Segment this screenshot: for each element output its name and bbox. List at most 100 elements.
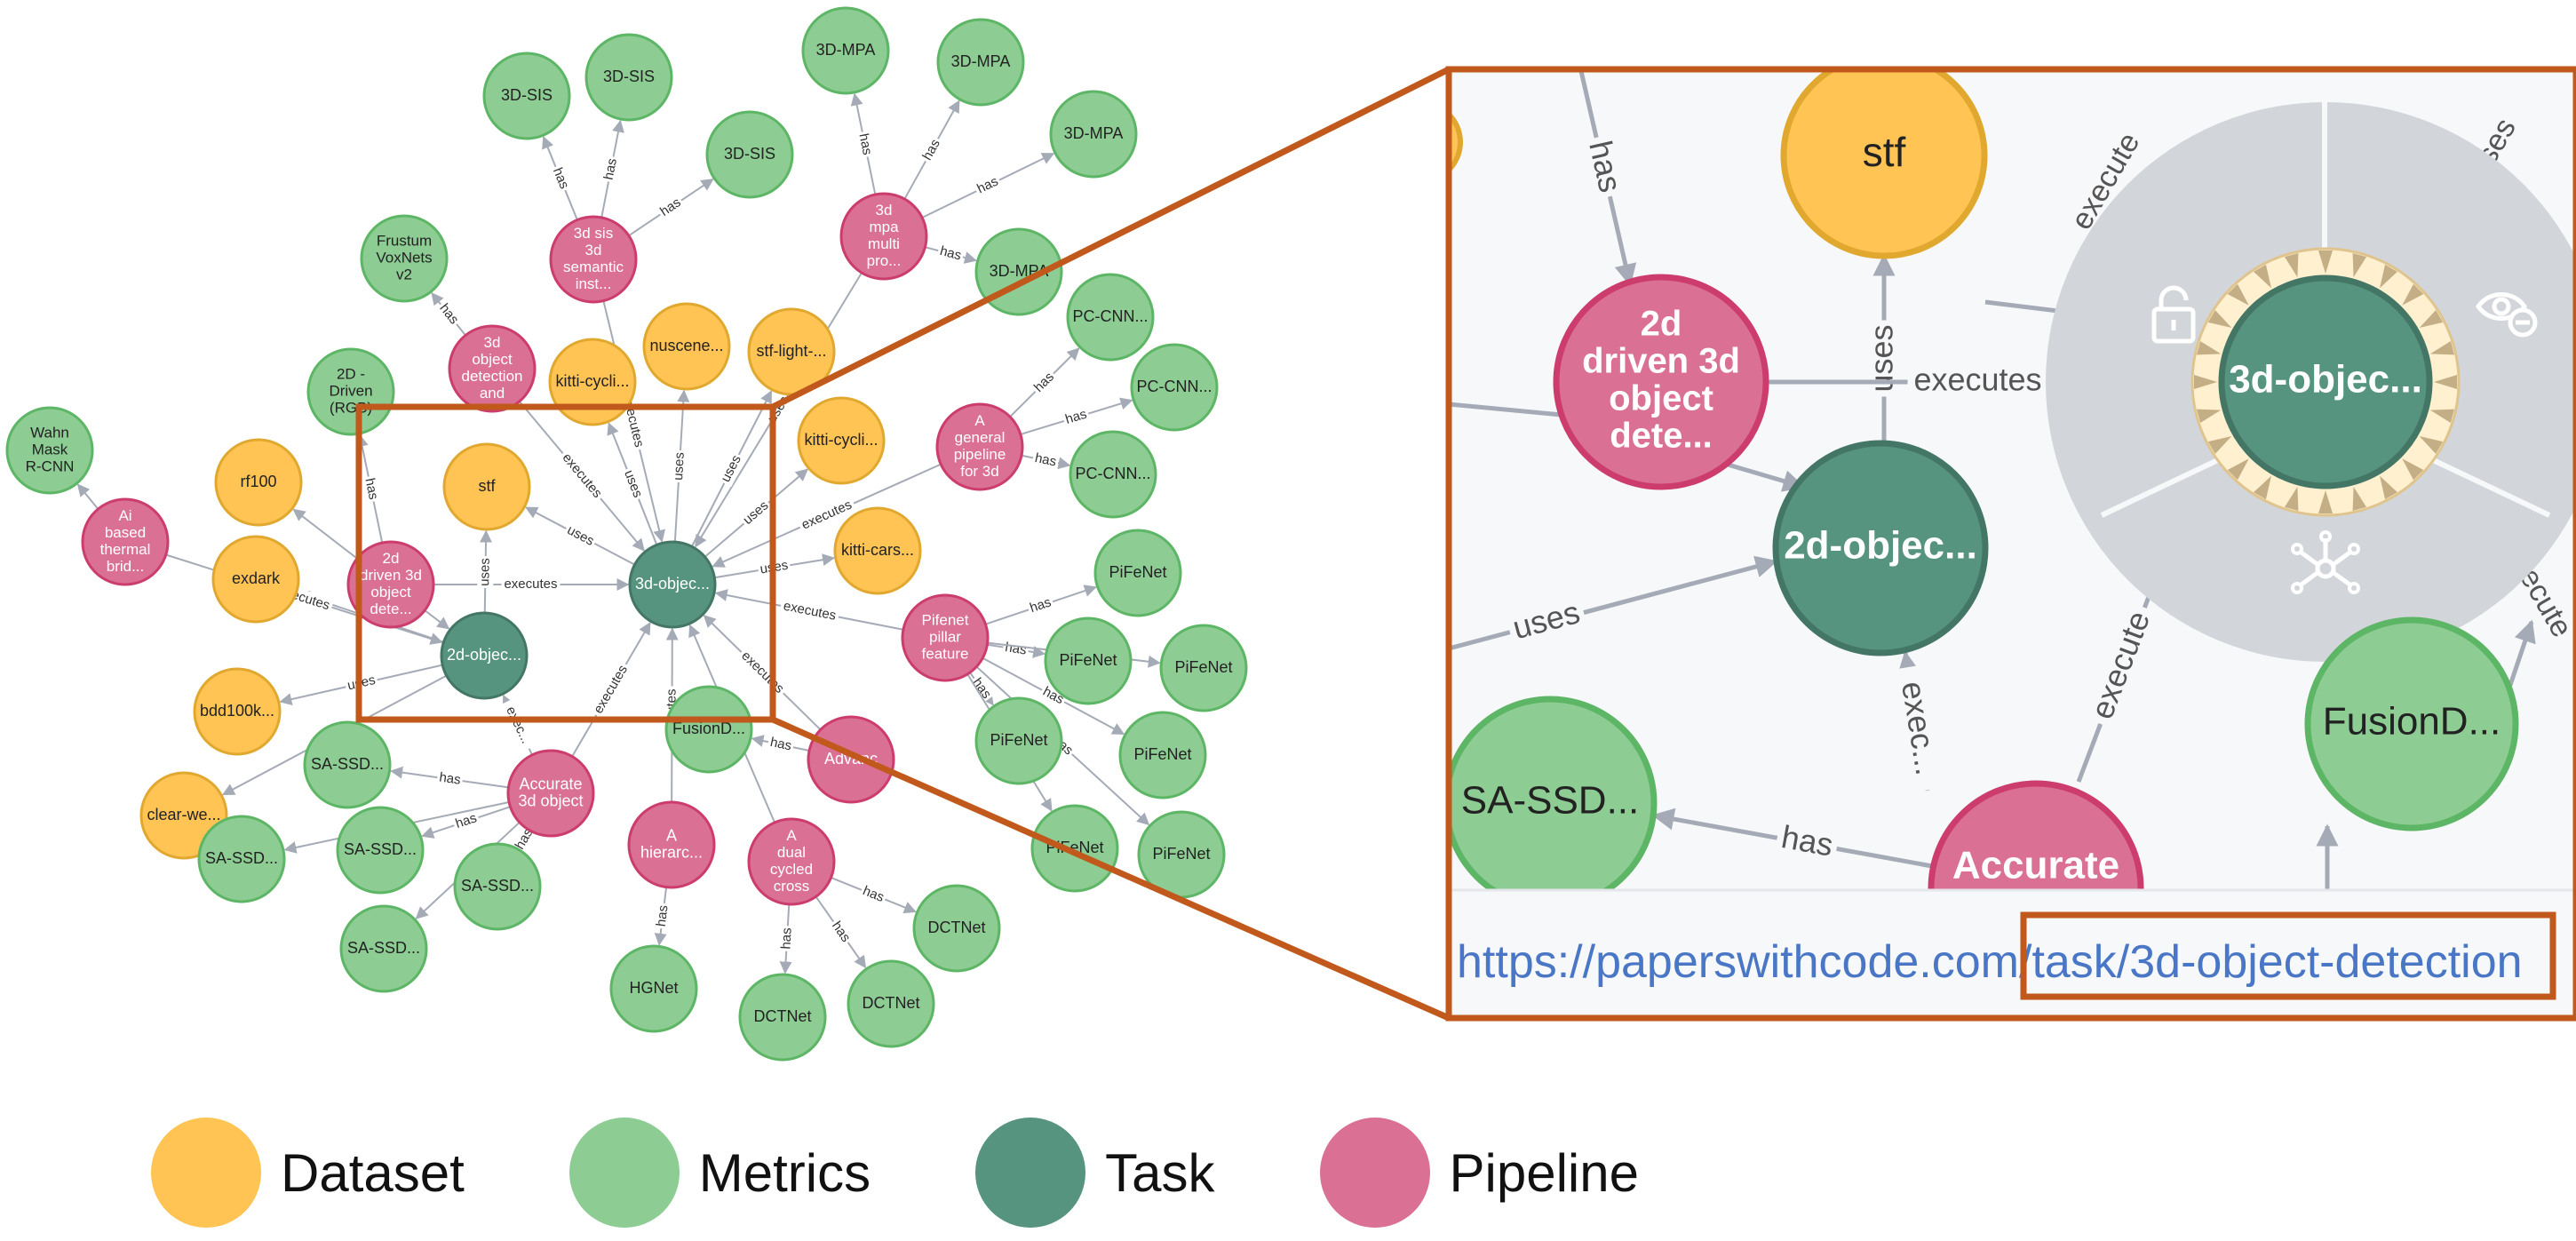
graph-node-dataset[interactable]: kitti-cycli...	[797, 396, 886, 485]
graph-node-metrics[interactable]: FusionD...	[664, 685, 753, 774]
graph-node-dataset[interactable]: nuscene...	[642, 302, 731, 391]
graph-node-label: 3d-objec...	[635, 575, 710, 593]
expand-icon[interactable]	[2291, 530, 2360, 594]
graph-node-label: 3d object	[518, 792, 583, 809]
graph-node-pipeline[interactable]: 3d sis3dsemanticinst...	[549, 215, 638, 304]
graph-node-metrics[interactable]: PC-CNN...	[1130, 343, 1219, 432]
graph-node-task[interactable]: 3d-objec...	[628, 540, 717, 629]
graph-node-label: PiFeNet	[1152, 845, 1210, 863]
graph-node-metrics[interactable]: DCTNet	[738, 973, 827, 1062]
edge-label: executes	[504, 577, 557, 592]
graph-node-dataset[interactable]: stf-light-...	[747, 307, 836, 396]
legend-item-task: Task	[975, 1118, 1215, 1228]
graph-node-dataset[interactable]: exdark	[211, 535, 300, 624]
legend-swatch-dataset	[151, 1118, 261, 1228]
zoom-node-dataset[interactable]: stf	[1780, 55, 1988, 259]
graph-node-metrics[interactable]: SA-SSD...	[303, 720, 392, 809]
zoom-node-metrics[interactable]: FusionD...	[2304, 617, 2519, 831]
zoom-node-metrics[interactable]: SA-SSD...	[1446, 696, 1658, 911]
graph-node-dataset[interactable]: bdd100k...	[193, 667, 282, 756]
graph-node-label: 3d	[876, 202, 893, 219]
graph-node-label: R-CNN	[26, 457, 75, 474]
graph-node-metrics[interactable]: SA-SSD...	[197, 815, 286, 903]
graph-node-metrics[interactable]: PC-CNN...	[1066, 273, 1155, 362]
graph-node-label: 2d-objec...	[447, 646, 521, 664]
graph-node-metrics[interactable]: DCTNet	[847, 959, 935, 1048]
graph-node-metrics[interactable]: 3D-SIS	[705, 110, 794, 199]
graph-edge: has	[390, 766, 509, 790]
zoom-edge	[2505, 619, 2536, 694]
graph-node-dataset[interactable]: kitti-cars...	[833, 506, 922, 595]
graph-node-metrics[interactable]: PiFeNet	[1044, 617, 1133, 705]
graph-node-metrics[interactable]: PiFeNet	[1137, 810, 1226, 899]
graph-node-metrics[interactable]: 3D-SIS	[482, 52, 571, 140]
halo-tick	[2207, 310, 2232, 328]
graph-node-pipeline[interactable]: Aibasedthermalbrid...	[81, 497, 170, 586]
graph-node-label: PiFeNet	[1109, 563, 1166, 581]
graph-node-label: pillar	[929, 628, 961, 645]
graph-node-metrics[interactable]: SA-SSD...	[339, 904, 428, 993]
graph-node-metrics[interactable]: PC-CNN...	[1069, 430, 1157, 519]
url-task-path[interactable]: task/3d-object-detection	[2031, 936, 2522, 988]
graph-node-label: PiFeNet	[1174, 658, 1232, 676]
graph-edge: has	[1021, 449, 1071, 471]
graph-edge: has	[751, 734, 810, 755]
graph-node-pipeline[interactable]: Ahierarc...	[627, 800, 716, 889]
graph-edge: has	[600, 119, 624, 219]
graph-node-label: 3D-MPA	[951, 52, 1011, 70]
halo-tick	[2254, 264, 2271, 289]
zoom-node-label: 2d	[1641, 305, 1682, 344]
graph-node-metrics[interactable]: HGNet	[609, 944, 698, 1033]
graph-node-metrics[interactable]: 3D-MPA	[936, 18, 1025, 107]
url-text[interactable]: https://paperswithcode.com/task/3d-objec…	[1457, 936, 2523, 988]
graph-node-metrics[interactable]: 2D -Driven(RGB)	[306, 347, 395, 436]
graph-node-pipeline[interactable]: Advanc	[807, 715, 895, 804]
zoom-node-task[interactable]: 3d-objec...	[2218, 274, 2433, 489]
unlock-icon[interactable]	[2151, 285, 2196, 344]
graph-node-label: clear-we...	[147, 806, 220, 823]
edge-label: has	[938, 243, 963, 264]
graph-node-task[interactable]: 2d-objec...	[440, 611, 529, 700]
graph-node-label: 2D -	[337, 365, 365, 382]
graph-node-pipeline[interactable]: 3dmpamultipro...	[839, 192, 928, 281]
graph-edge: has	[921, 153, 1055, 219]
legend-item-metrics: Metrics	[568, 1118, 871, 1228]
graph-node-metrics[interactable]: PiFeNet	[1159, 624, 1248, 712]
edge-label: has	[654, 904, 672, 927]
graph-node-metrics[interactable]: PiFeNet	[974, 696, 1063, 785]
graph-node-metrics[interactable]: SA-SSD...	[453, 842, 542, 931]
graph-edge	[292, 508, 358, 560]
zoom-node-task[interactable]: 2d-objec...	[1772, 440, 1989, 656]
graph-node-metrics[interactable]: SA-SSD...	[336, 806, 425, 895]
graph-edge: has	[542, 136, 578, 220]
graph-node-metrics[interactable]: PiFeNet	[1030, 804, 1119, 893]
graph-edge: uses	[670, 389, 690, 543]
graph-node-metrics[interactable]: PiFeNet	[1118, 711, 1207, 799]
graph-node-metrics[interactable]: 3D-MPA	[1049, 90, 1138, 179]
graph-node-label: kitti-cycli...	[805, 431, 879, 449]
url-prefix[interactable]: https://paperswithcode.com/	[1457, 936, 2032, 988]
graph-node-dataset[interactable]: rf100	[214, 438, 303, 527]
graph-node-metrics[interactable]: 3D-MPA	[801, 6, 890, 95]
graph-node-dataset[interactable]: kitti-cycli...	[548, 338, 637, 426]
graph-node-metrics[interactable]: PiFeNet	[1093, 529, 1182, 617]
hide-icon[interactable]	[2475, 292, 2538, 338]
graph-node-metrics[interactable]: DCTNet	[912, 884, 1001, 973]
zoom-selection-box	[355, 403, 776, 723]
legend-swatch-pipeline	[1319, 1118, 1430, 1228]
zoom-edge: executes	[1766, 362, 2192, 402]
graph-node-label: object	[370, 584, 411, 601]
graph-node-dataset[interactable]: stf	[442, 442, 531, 531]
graph-node-metrics[interactable]: 3D-SIS	[584, 33, 673, 122]
edge-label: executes	[782, 599, 837, 624]
